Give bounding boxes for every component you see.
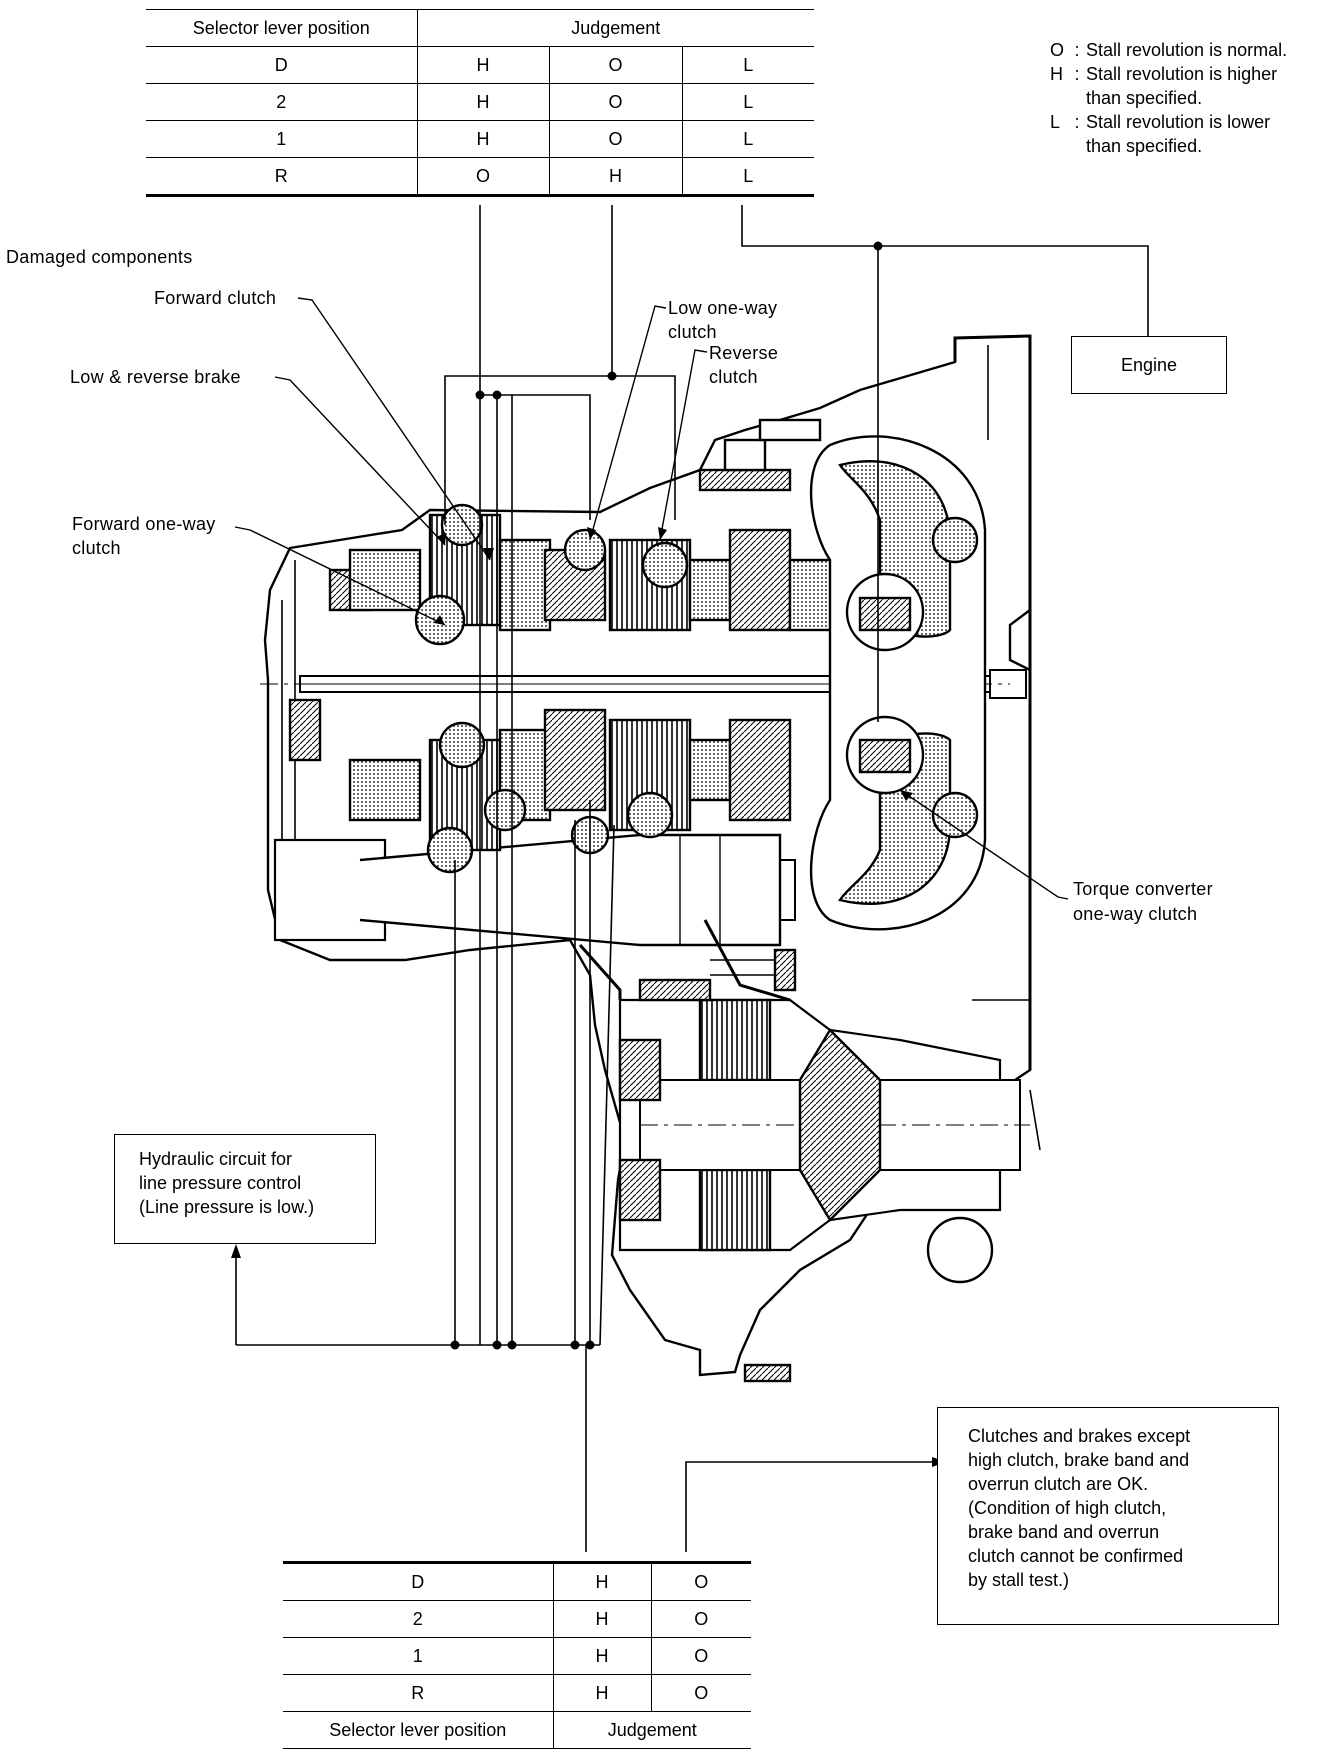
legend-key: H <box>1050 64 1063 84</box>
bottom-judgement-table: D H O 2 H O 1 H O R H O Selector lever p… <box>283 1564 751 1749</box>
engine-box-label: Engine <box>1120 355 1178 375</box>
clutches-ok-box: Clutches and brakes except high clutch, … <box>937 1407 1279 1625</box>
ok-box-line: Clutches and brakes except <box>968 1426 1191 1446</box>
judgement-cell: H <box>417 46 550 84</box>
judgement-cell: O <box>694 1645 709 1666</box>
hydraulic-box-line: line pressure control <box>139 1173 302 1193</box>
judgement-cell: H <box>553 1600 652 1638</box>
row-position: R <box>283 1674 554 1712</box>
header-judgement: Judgement <box>571 17 661 38</box>
reverse-clutch-label-line1: Reverse <box>709 343 779 363</box>
row-position: 2 <box>146 83 418 121</box>
row-position: 2 <box>283 1600 554 1638</box>
judgement-cell: H <box>553 1564 652 1601</box>
judgement-cell: L <box>743 54 754 75</box>
torque-converter-label-line1: Torque converter <box>1073 879 1213 899</box>
top-judgement-table: Selector lever position Judgement D H O … <box>146 10 814 197</box>
legend-text: Stall revolution is lower than specified… <box>1086 112 1271 156</box>
ok-box-line: brake band and overrun <box>968 1522 1160 1542</box>
legend-item: H:Stall revolution is higher than specif… <box>1050 64 1278 108</box>
legend-key: O <box>1050 40 1065 60</box>
judgement-cell: O <box>549 46 683 84</box>
forward-one-way-clutch-label-line2: clutch <box>72 538 121 558</box>
judgement-cell: H <box>553 1637 652 1675</box>
transaxle-case <box>260 334 1041 1383</box>
judgement-cell: H <box>553 1674 652 1712</box>
table-row: 1 H O L <box>146 120 814 158</box>
footer-selector-lever-position: Selector lever position <box>283 1711 554 1749</box>
row-position: R <box>146 157 418 196</box>
table-row: 1 H O <box>283 1637 751 1675</box>
hydraulic-circuit-box: Hydraulic circuit for line pressure cont… <box>114 1134 376 1244</box>
judgement-cell: H <box>549 157 683 196</box>
table-row: R O H L <box>146 157 814 196</box>
forward-clutch-label: Forward clutch <box>154 288 277 308</box>
table-row: 2 H O <box>283 1600 751 1638</box>
legend-text: Stall revolution is higher than specifie… <box>1086 64 1278 108</box>
torque-converter-label-line2: one-way clutch <box>1073 904 1198 924</box>
row-position: 1 <box>283 1637 554 1675</box>
table-row: R H O <box>283 1674 751 1712</box>
top-table-top-rule <box>146 9 814 10</box>
judgement-cell: H <box>417 120 550 158</box>
ok-box-line: overrun clutch are OK. <box>968 1474 1149 1494</box>
legend: O:Stall revolution is normal. H:Stall re… <box>1050 38 1287 158</box>
forward-one-way-clutch-label-line1: Forward one-way <box>72 514 216 534</box>
judgement-cell: L <box>743 165 754 186</box>
damaged-components-heading: Damaged components <box>6 247 193 267</box>
connector-lines <box>235 205 1149 1552</box>
low-one-way-clutch-label-line1: Low one-way <box>668 298 778 318</box>
hydraulic-box-line: Hydraulic circuit for <box>139 1149 293 1169</box>
ok-box-line: high clutch, brake band and <box>968 1450 1190 1470</box>
judgement-cell: O <box>694 1571 709 1592</box>
legend-item: O:Stall revolution is normal. <box>1050 40 1288 60</box>
table-row: D H O <box>283 1564 751 1601</box>
judgement-cell: O <box>549 83 683 121</box>
table-row: 2 H O L <box>146 83 814 121</box>
bottom-table-top-rule <box>283 1561 751 1564</box>
footer-judgement: Judgement <box>607 1719 697 1740</box>
judgement-cell: O <box>549 120 683 158</box>
table-row: D H O L <box>146 46 814 84</box>
legend-key: L <box>1050 112 1061 132</box>
label-leaders <box>234 297 1069 900</box>
row-position: 1 <box>146 120 418 158</box>
judgement-cell: L <box>743 91 754 112</box>
engine-box: Engine <box>1071 336 1227 394</box>
header-selector-lever-position: Selector lever position <box>146 10 418 47</box>
ok-box-line: by stall test.) <box>968 1570 1070 1590</box>
ok-box-line: clutch cannot be confirmed <box>968 1546 1184 1566</box>
reverse-clutch-label-line2: clutch <box>709 367 758 387</box>
judgement-cell: O <box>417 157 550 196</box>
hydraulic-box-line: (Line pressure is low.) <box>139 1197 315 1217</box>
row-position: D <box>146 46 418 84</box>
judgement-cell: O <box>694 1608 709 1629</box>
judgement-cell: L <box>743 128 754 149</box>
low-reverse-brake-label: Low & reverse brake <box>70 367 241 387</box>
judgement-cell: O <box>694 1682 709 1703</box>
legend-text: Stall revolution is normal. <box>1086 40 1288 60</box>
ok-box-line: (Condition of high clutch, <box>968 1498 1167 1518</box>
row-position: D <box>283 1564 554 1601</box>
judgement-cell: H <box>417 83 550 121</box>
legend-item: L:Stall revolution is lower than specifi… <box>1050 112 1271 156</box>
low-one-way-clutch-label-line2: clutch <box>668 322 717 342</box>
